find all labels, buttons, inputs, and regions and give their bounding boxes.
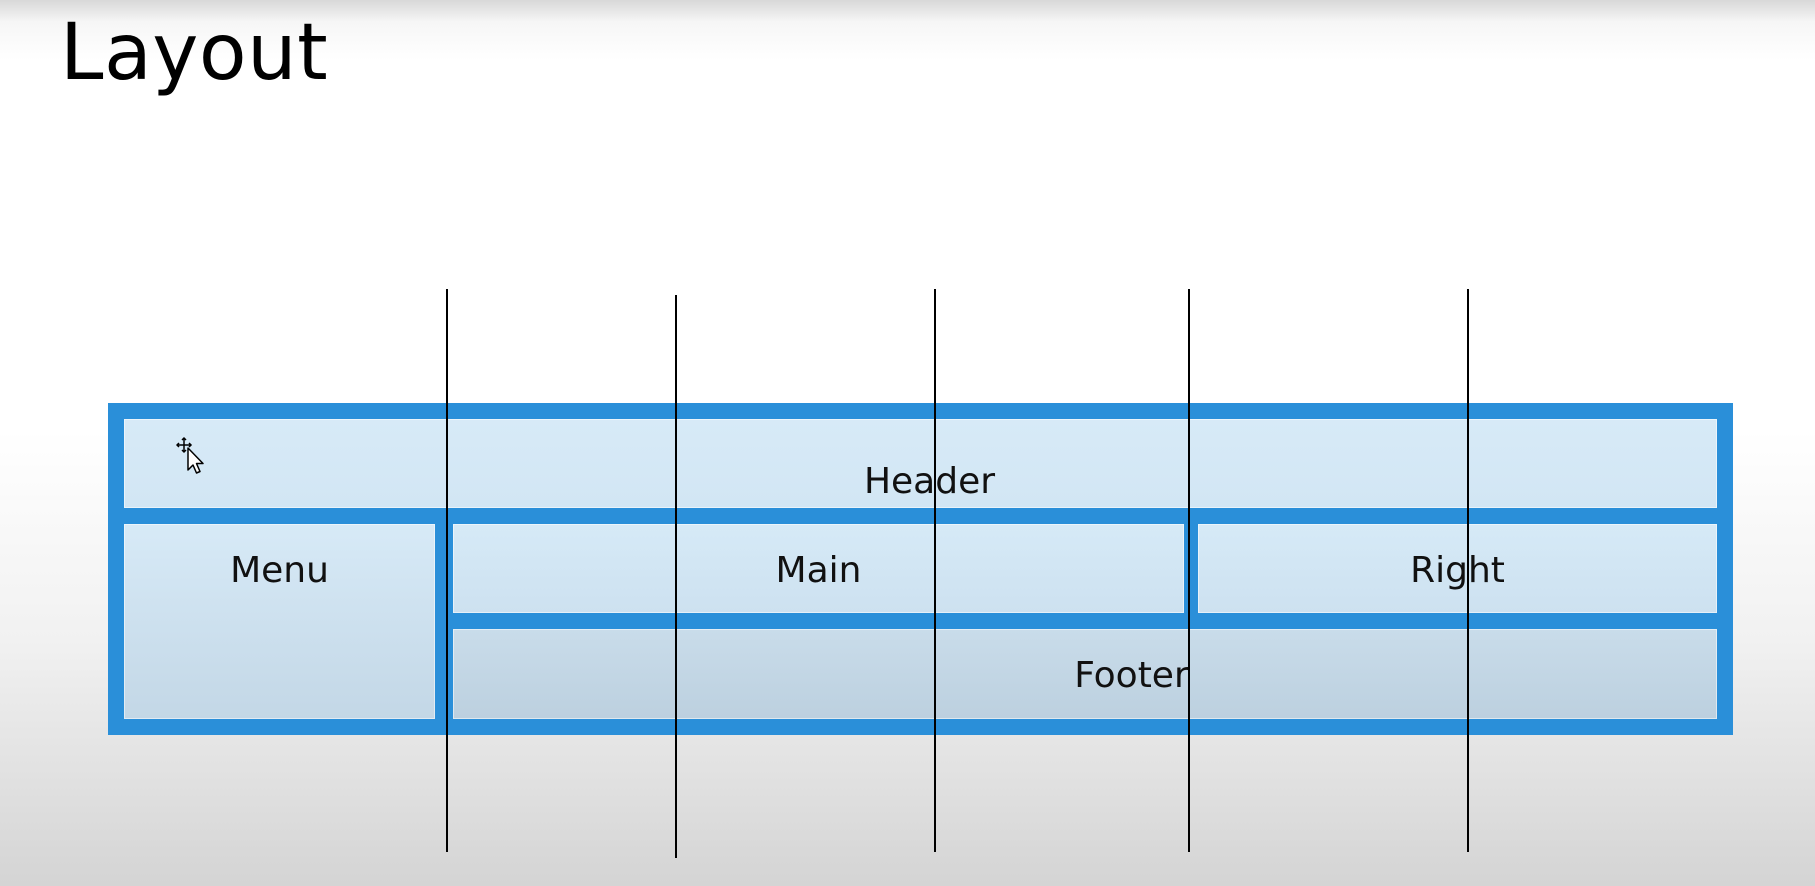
menu-label: Menu (230, 550, 329, 591)
column-line-2 (675, 295, 677, 858)
menu-area: Menu (124, 524, 435, 719)
main-area: Main (453, 524, 1184, 613)
header-area: Header (124, 419, 1717, 508)
column-line-1 (446, 289, 448, 852)
footer-label: Footer (1074, 655, 1189, 696)
footer-area: Footer (453, 629, 1717, 719)
page-title: Layout (60, 8, 329, 98)
right-label: Right (1410, 550, 1505, 591)
move-cursor-icon (176, 436, 204, 474)
right-area: Right (1198, 524, 1717, 613)
column-line-3 (934, 289, 936, 852)
header-label: Header (863, 461, 996, 502)
main-label: Main (775, 550, 862, 591)
column-line-4 (1188, 289, 1190, 852)
column-line-5 (1467, 289, 1469, 852)
layout-grid: Header Menu Main Right Footer (108, 403, 1733, 735)
